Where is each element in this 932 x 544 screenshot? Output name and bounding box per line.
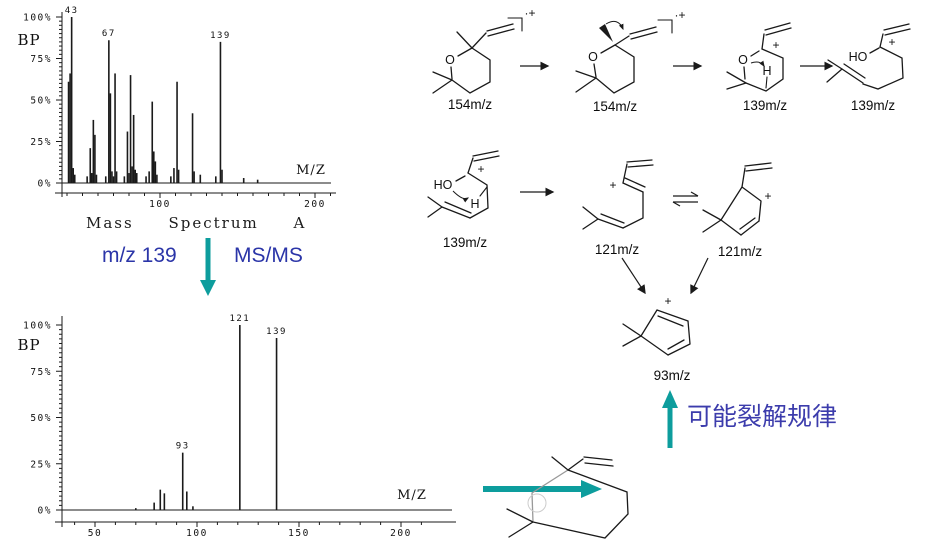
structure-139-row2: HO H + 139m/z — [427, 150, 500, 250]
derivation-arrow-right-icon — [483, 480, 602, 498]
msms-method-label: MS/MS — [234, 244, 303, 267]
cation-charge: + — [888, 35, 895, 49]
y-axis-label: BP — [17, 31, 40, 49]
peaks — [67, 17, 259, 183]
spectrum-a-title: Mass Spectrum A — [86, 214, 307, 232]
fragmentation-arrow-right — [690, 257, 709, 295]
hydroxyl-group: HO — [849, 50, 868, 64]
svg-text:100%: 100% — [23, 13, 52, 24]
fragmentation-arrow-left — [621, 257, 646, 295]
svg-text:100: 100 — [186, 528, 208, 539]
structure-93: + 93m/z — [622, 294, 691, 383]
mz-label: 139m/z — [743, 98, 788, 113]
structure-139-cyclic: O H + 139m/z — [726, 22, 792, 113]
structure-139-openchain: HO + 139m/z — [826, 23, 911, 113]
radical-cation-charge: ·+ — [674, 8, 685, 22]
msms-arrow-down-icon — [200, 238, 216, 296]
mz-label: 154m/z — [448, 97, 493, 112]
x-axis-label: M/Z — [397, 488, 427, 503]
wedge-methyl-bond — [599, 24, 613, 42]
cation-charge: + — [772, 38, 779, 52]
oxygen-atom: O — [738, 53, 748, 67]
faded-oxygen-mark — [527, 493, 547, 513]
svg-text:75%: 75% — [30, 54, 52, 65]
svg-text:50: 50 — [88, 528, 102, 539]
svg-text:150: 150 — [288, 528, 310, 539]
hydrogen-atom: H — [470, 197, 479, 211]
cation-charge: + — [664, 294, 671, 308]
mz-label: 121m/z — [595, 242, 640, 257]
peaks — [135, 325, 278, 510]
mz-label: 139m/z — [443, 235, 488, 250]
h-abstraction-curved-arrow — [452, 190, 470, 203]
svg-text:0%: 0% — [38, 179, 52, 190]
ytick-labels: 100% 75% 50% 25% 0% — [23, 13, 52, 190]
svg-text:43: 43 — [65, 6, 79, 16]
cation-charge: + — [609, 178, 616, 192]
fragmentation-scheme: O ·+ 154m/z O ·+ 154m/z O H + — [427, 6, 911, 539]
svg-text:100%: 100% — [23, 321, 52, 332]
mz-label: 121m/z — [718, 244, 763, 259]
oxygen-atom: O — [588, 50, 598, 64]
svg-text:50%: 50% — [30, 413, 52, 424]
axes — [55, 316, 456, 527]
equilibrium-arrow — [672, 191, 699, 207]
axes — [55, 12, 336, 197]
mz-label: 154m/z — [593, 99, 638, 114]
msms-spectrum: 100% 75% 50% 25% 0% 50 100 150 200 BP M/Z 93 121 139 — [17, 314, 456, 539]
svg-text:100: 100 — [149, 199, 171, 210]
xtick-labels: 100 200 — [149, 193, 326, 210]
mass-spectrum-a: 100% 75% 50% 25% 0% 100 200 BP M/Z 43 67 139 — [17, 6, 336, 210]
h-transfer-curved-arrow — [750, 60, 765, 67]
hydroxyl-group: HO — [434, 178, 453, 192]
homolysis-curved-arrow — [605, 20, 624, 31]
svg-text:75%: 75% — [30, 367, 52, 378]
mz-label: 139m/z — [851, 98, 896, 113]
svg-text:200: 200 — [304, 199, 326, 210]
svg-text:200: 200 — [390, 528, 412, 539]
structure-154-b: O ·+ 154m/z — [575, 8, 686, 114]
oxygen-atom: O — [445, 53, 455, 67]
structure-parent-compound — [506, 456, 629, 539]
svg-text:93: 93 — [176, 442, 190, 452]
svg-text:121: 121 — [229, 314, 250, 324]
structure-121-cyclic: + 121m/z — [702, 162, 773, 259]
mz-label: 93m/z — [654, 368, 691, 383]
peak-labels: 93 121 139 — [176, 314, 287, 452]
structure-154-a: O ·+ 154m/z — [432, 6, 536, 112]
svg-text:0%: 0% — [38, 506, 52, 517]
xtick-labels: 50 100 150 200 — [88, 522, 412, 539]
cation-charge: + — [477, 162, 484, 176]
conclusion-arrow-up-icon — [662, 390, 678, 448]
precursor-ion-label: m/z 139 — [102, 244, 177, 267]
radical-cation-charge: ·+ — [524, 6, 535, 20]
peak-labels: 43 67 139 — [65, 6, 231, 41]
svg-text:67: 67 — [102, 29, 116, 39]
svg-text:25%: 25% — [30, 459, 52, 470]
svg-text:139: 139 — [210, 31, 231, 41]
conclusion-text: 可能裂解规律 — [687, 402, 837, 431]
y-axis-label: BP — [17, 336, 40, 354]
svg-text:50%: 50% — [30, 96, 52, 107]
cation-charge: + — [764, 189, 771, 203]
svg-text:139: 139 — [266, 327, 287, 337]
ytick-labels: 100% 75% 50% 25% 0% — [23, 321, 52, 517]
hydrogen-atom: H — [762, 64, 771, 78]
svg-text:25%: 25% — [30, 137, 52, 148]
structure-121-openchain: + 121m/z — [582, 159, 654, 257]
x-axis-label: M/Z — [296, 163, 326, 178]
